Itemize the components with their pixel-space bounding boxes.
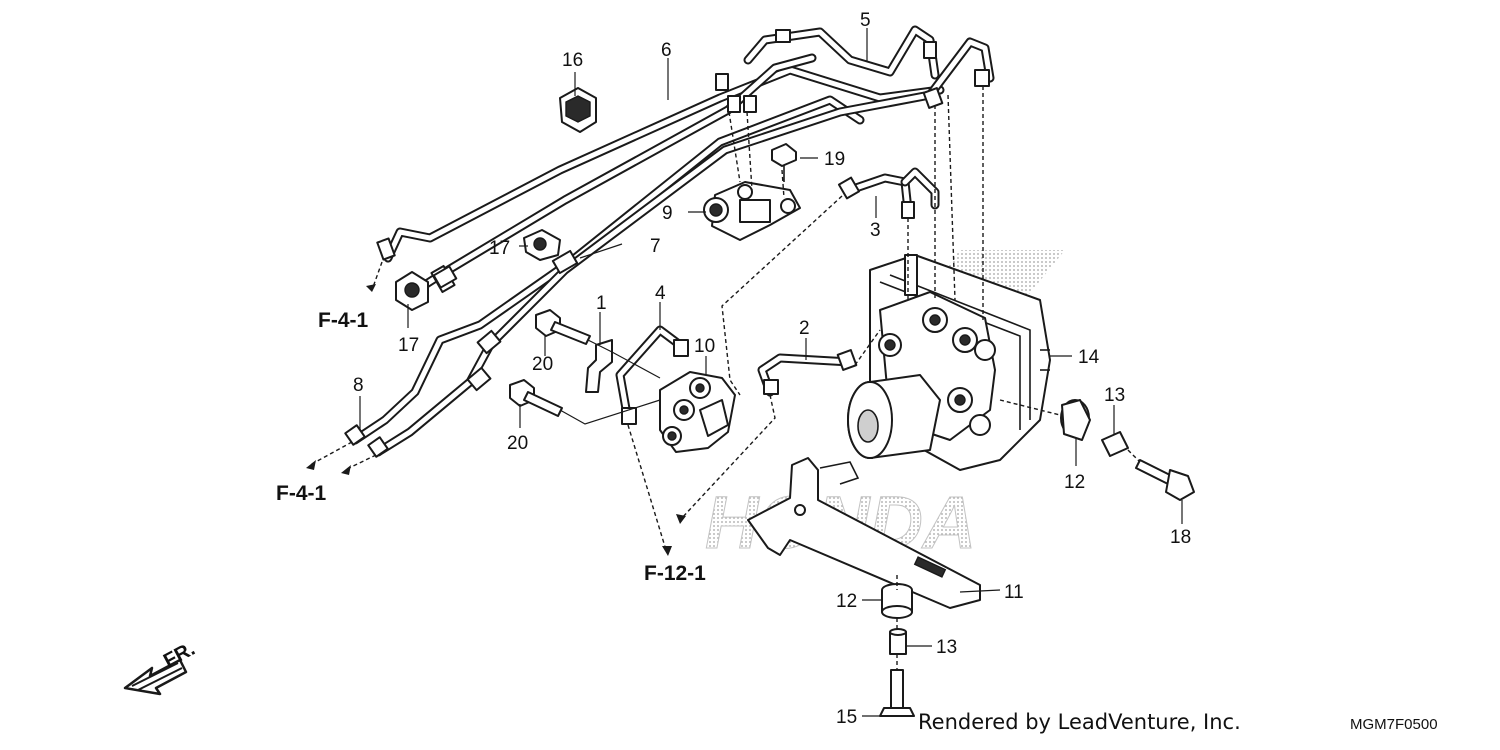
ref-f-4-1-upper: F-4-1 xyxy=(318,309,368,332)
callout-18: 18 xyxy=(1170,527,1191,548)
callout-9: 9 xyxy=(662,203,673,224)
callout-11: 11 xyxy=(1004,582,1024,603)
bolt-18 xyxy=(1135,459,1195,501)
pipe-fittings xyxy=(344,29,990,458)
callout-10: 10 xyxy=(694,336,715,357)
reference-arrows xyxy=(306,284,686,556)
pipe-clamp-17-upper xyxy=(523,229,561,261)
stay-1 xyxy=(585,339,613,393)
callout-1: 1 xyxy=(596,293,607,314)
callout-8: 8 xyxy=(353,375,364,396)
callout-labels: 1 2 3 4 5 6 7 8 9 10 11 12 12 13 13 14 1… xyxy=(353,10,1191,728)
callout-14: 14 xyxy=(1078,347,1100,368)
abs-modulator-14 xyxy=(847,254,1051,471)
bracket-11 xyxy=(747,457,981,609)
bolt-20-upper xyxy=(535,309,591,345)
ref-f-4-1-lower: F-4-1 xyxy=(276,482,326,505)
collar-13-lower xyxy=(889,628,907,655)
ref-f-12-1: F-12-1 xyxy=(644,562,706,585)
bolt-20-lower xyxy=(509,379,563,417)
callout-13-right: 13 xyxy=(1104,385,1125,406)
callout-20-lower: 20 xyxy=(507,433,528,454)
callout-16: 16 xyxy=(562,50,583,71)
callout-2: 2 xyxy=(799,318,810,339)
dashed-guides xyxy=(309,86,1141,670)
leader-lines xyxy=(359,28,1183,717)
callout-5: 5 xyxy=(860,10,871,31)
bolt-15 xyxy=(879,669,915,717)
reference-labels: F-4-1 F-4-1 F-12-1 xyxy=(276,309,706,585)
callout-3: 3 xyxy=(870,220,881,241)
pipe-clamp-17-lower xyxy=(395,271,429,311)
callout-15: 15 xyxy=(836,707,857,728)
diagram-code: MGM7F0500 xyxy=(1350,716,1438,733)
callout-6: 6 xyxy=(661,40,672,61)
callout-12-lower: 12 xyxy=(836,591,857,612)
callout-7: 7 xyxy=(650,236,661,257)
callout-17-upper: 17 xyxy=(489,238,510,259)
render-credit: Rendered by LeadVenture, Inc. xyxy=(918,710,1241,734)
pipe-clamp-16 xyxy=(559,87,597,133)
grommet-12-right xyxy=(1060,399,1091,441)
callout-20-upper: 20 xyxy=(532,354,553,375)
front-direction-arrow-icon: FR. xyxy=(123,638,199,696)
valve-block-10 xyxy=(659,371,736,453)
bolt-19 xyxy=(771,143,797,182)
callout-12-right: 12 xyxy=(1064,472,1085,493)
collar-13-right xyxy=(1101,431,1129,457)
callout-19: 19 xyxy=(824,149,845,170)
callout-17-lower: 17 xyxy=(398,335,419,356)
sensor-9 xyxy=(703,181,801,241)
callout-13-lower: 13 xyxy=(936,637,957,658)
callout-4: 4 xyxy=(655,283,666,304)
